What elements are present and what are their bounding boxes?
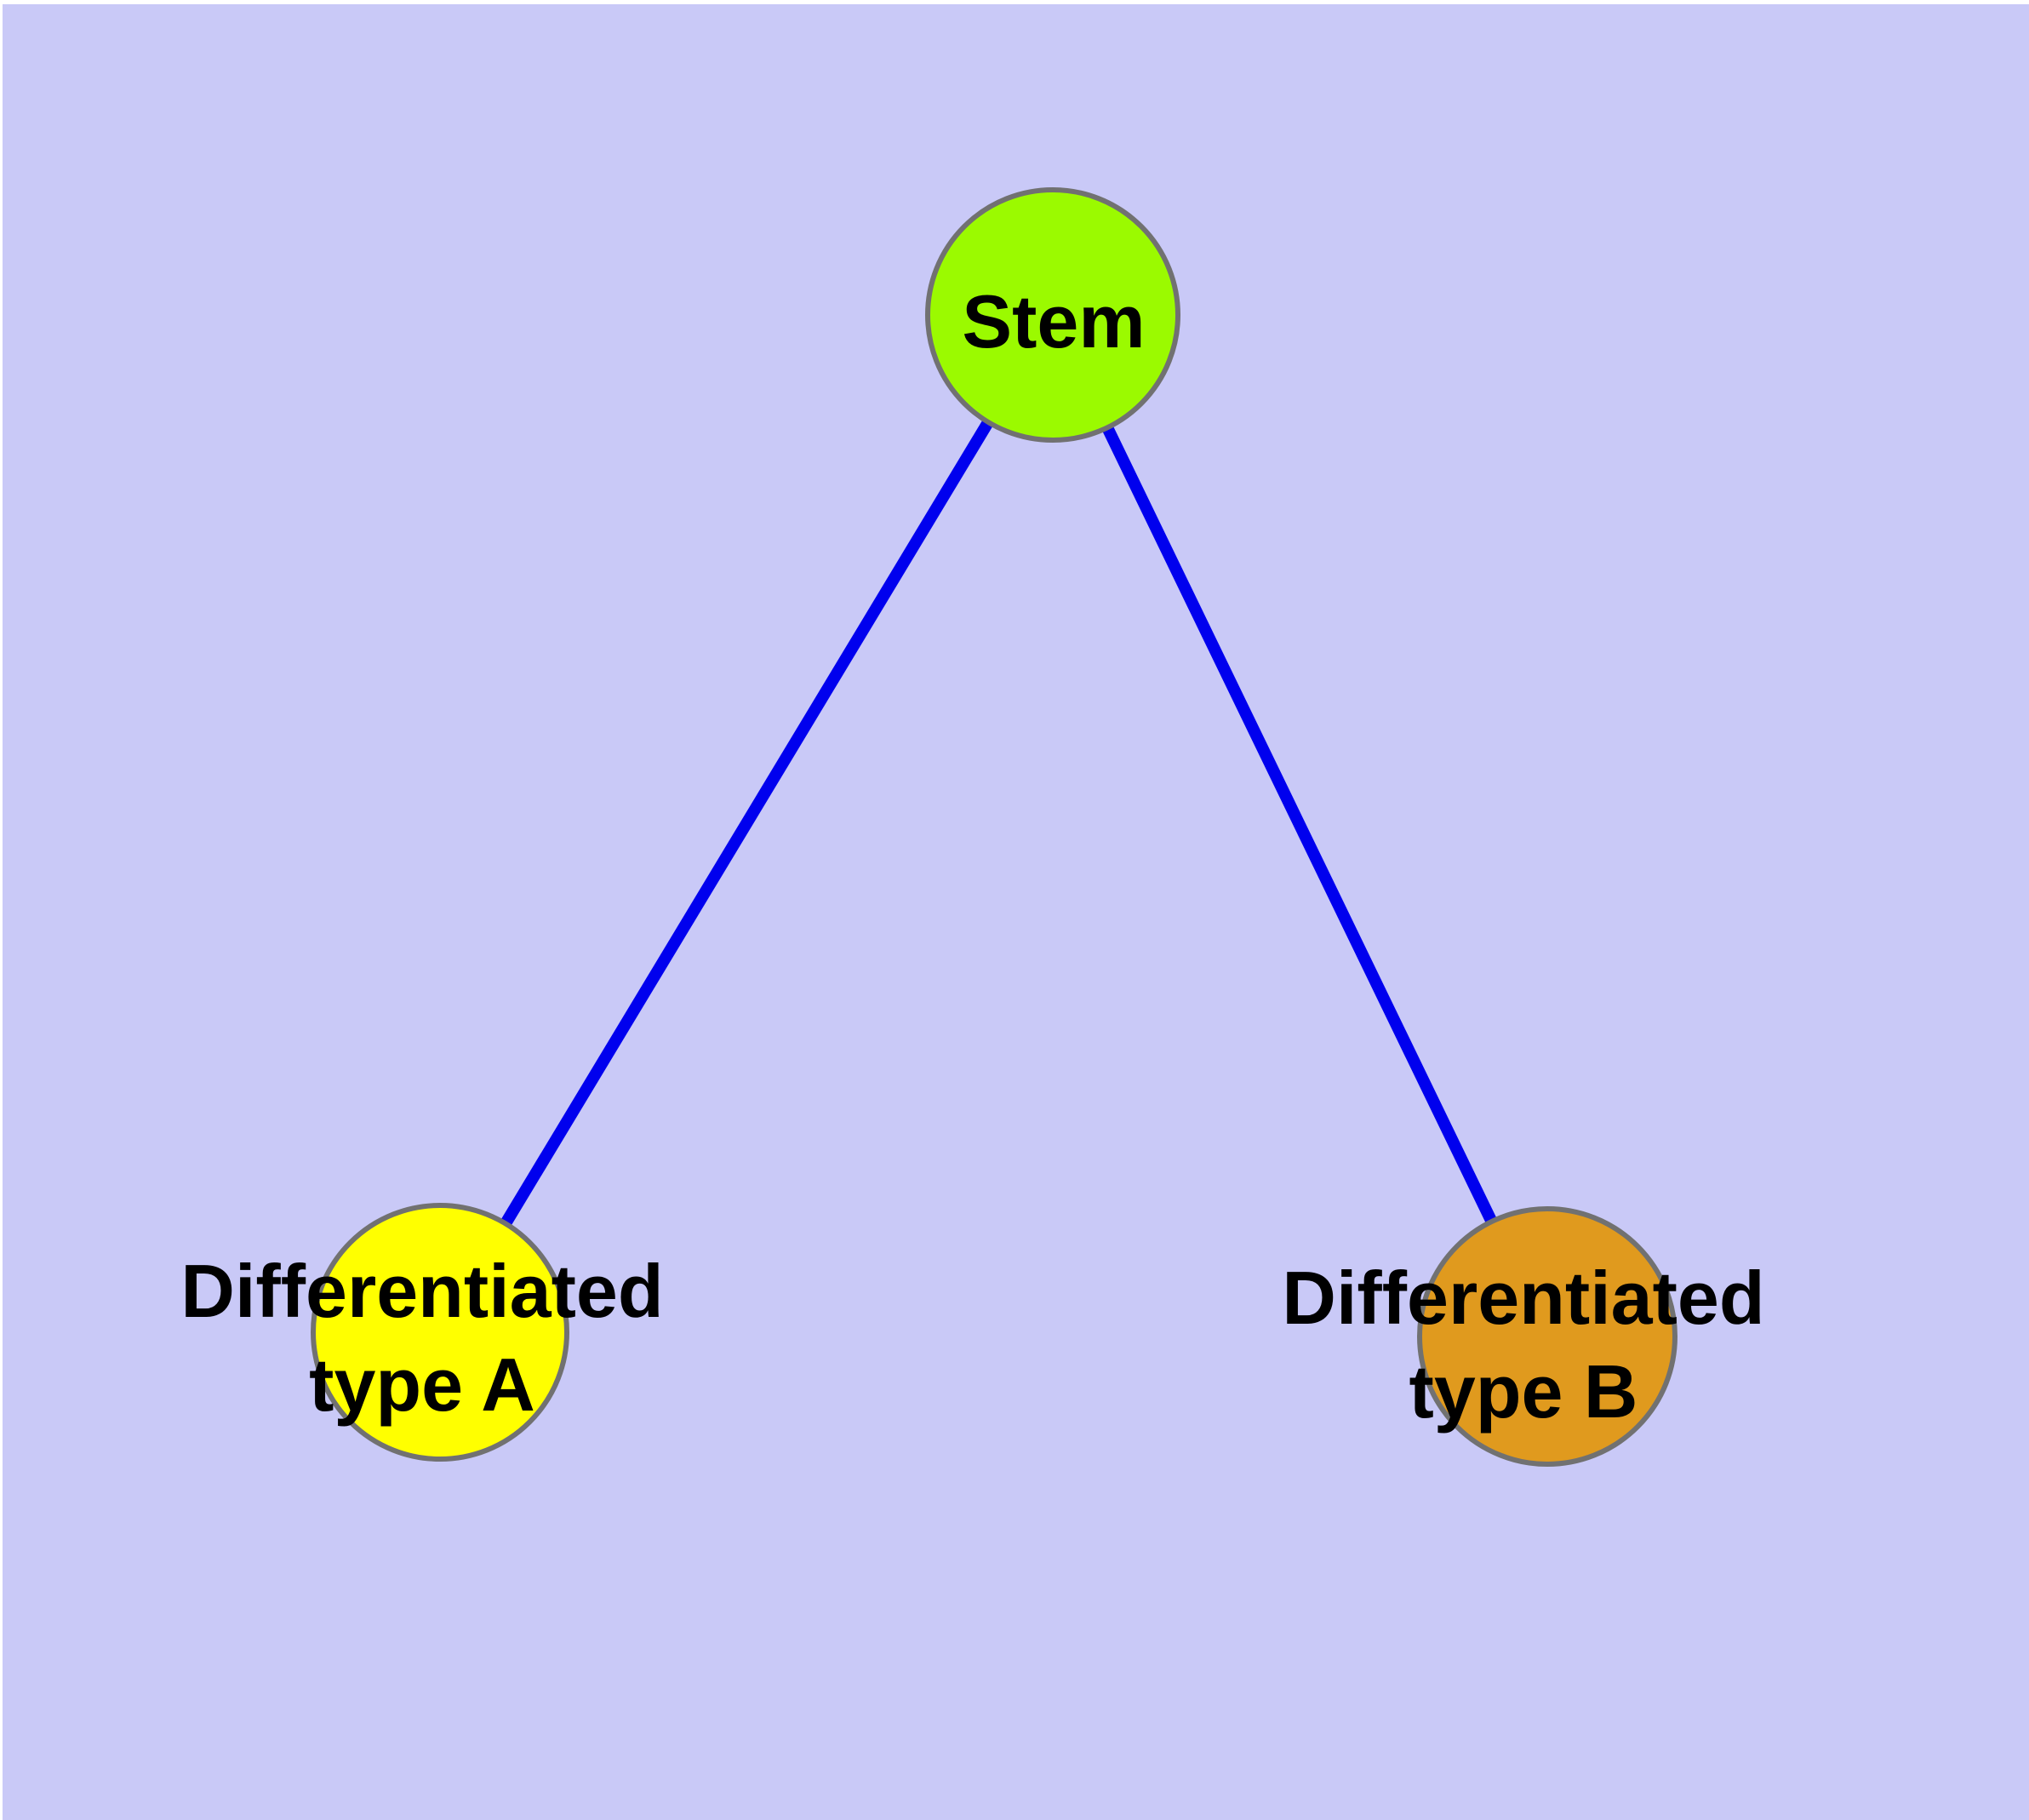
node-stem-label: Stem <box>962 279 1145 363</box>
node-stem-circle[interactable] <box>925 187 1180 443</box>
node-type-a-label-line2: type A <box>309 1342 535 1427</box>
edge-stem-to-type-b <box>1047 312 1553 1340</box>
node-stem[interactable]: Stem <box>925 187 1180 443</box>
node-type-b-label-line1: Differentiated <box>1282 1256 1764 1340</box>
node-type-a[interactable]: Differentiated type A <box>180 1203 664 1462</box>
node-type-a-circle[interactable] <box>311 1203 569 1462</box>
edge-stem-to-type-a <box>435 312 1058 1336</box>
node-type-b[interactable]: Differentiated type B <box>1282 1206 1765 1467</box>
node-type-b-circle[interactable] <box>1417 1206 1677 1467</box>
node-type-a-label-line1: Differentiated <box>180 1249 663 1333</box>
node-type-b-label-line2: type B <box>1409 1349 1638 1434</box>
